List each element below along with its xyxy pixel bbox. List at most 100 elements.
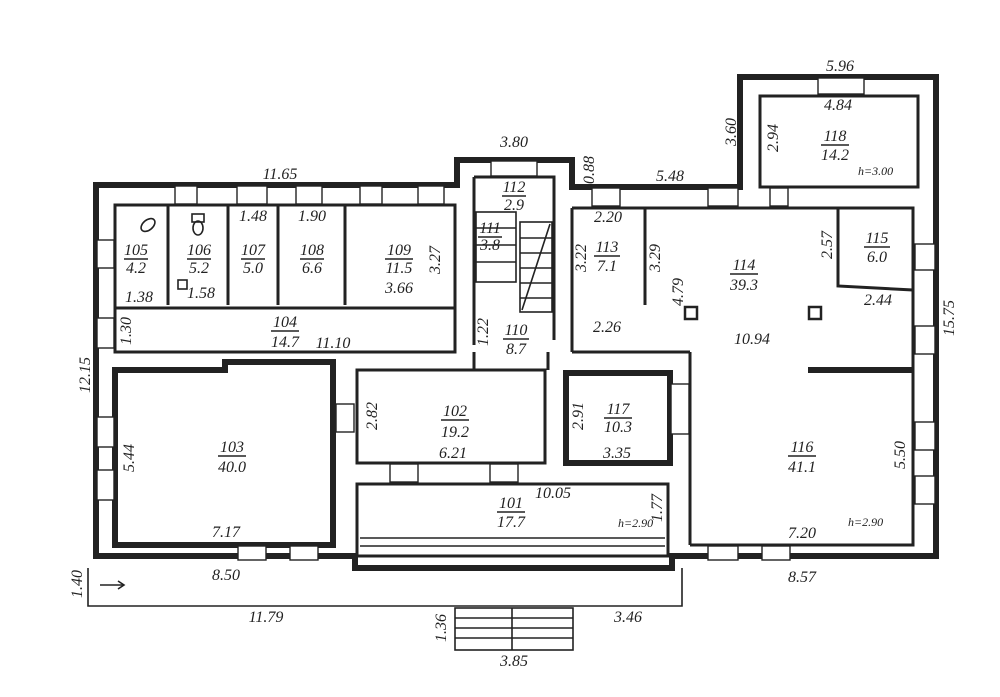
toilet-icon	[140, 217, 156, 233]
dimension-label: 3.80	[499, 134, 528, 151]
room-number-105: 105	[124, 242, 148, 259]
room-area-116: 41.1	[788, 459, 816, 476]
room-labels: 101 17.7 102 40.0 19.2 103 40.0 104 14.7…	[124, 128, 890, 531]
toilet-fixtures	[140, 213, 205, 290]
room-117-walls	[563, 370, 673, 466]
dimension-label: 5.96	[826, 58, 854, 75]
dimension-label: 11.10	[316, 335, 351, 352]
window	[761, 545, 791, 561]
room-area-107: 5.0	[243, 260, 263, 277]
toilet-icon	[192, 220, 204, 236]
room-area-112: 2.9	[504, 197, 524, 214]
dimension-label: 2.82	[364, 402, 381, 430]
windows	[96, 77, 936, 561]
room-area-102: 19.2	[441, 424, 469, 441]
window	[914, 243, 936, 271]
dimension-label: 1.36	[433, 614, 450, 642]
room-area-110: 8.7	[506, 341, 527, 358]
room-101-walls	[355, 482, 670, 558]
interior-walls	[112, 175, 914, 558]
dimension-label: 1.58	[187, 285, 215, 302]
dimension-label: 8.50	[212, 567, 240, 584]
room-number-102: 102	[443, 403, 467, 420]
window	[769, 187, 789, 207]
dimension-label: 2.94	[765, 124, 782, 152]
dimension-label: 3.22	[573, 244, 590, 273]
room-number-108: 108	[300, 242, 324, 259]
room-area-101: 17.7	[497, 514, 526, 531]
window	[707, 545, 739, 561]
window	[417, 185, 445, 205]
dimension-label: 7.20	[788, 525, 816, 542]
dimension-label: 2.26	[593, 319, 621, 336]
height-label-101: h=2.90	[618, 516, 653, 530]
dimension-label: 1.40	[69, 570, 86, 598]
sink-icon	[177, 279, 188, 290]
window	[490, 160, 538, 177]
inner-shell-left	[113, 203, 457, 354]
height-label-116: h=2.90	[848, 515, 883, 529]
room-number-103: 103	[220, 439, 244, 456]
dimension-label: 4.79	[670, 278, 687, 306]
dimension-label: 7.17	[212, 524, 241, 541]
room-number-110: 110	[505, 322, 528, 339]
height-label-118: h=3.00	[858, 164, 893, 178]
window	[335, 403, 355, 433]
stair-arrow	[521, 223, 551, 311]
dimension-label: 3.85	[499, 653, 528, 670]
dimension-label: 10.94	[734, 331, 770, 348]
dimension-label: 3.46	[613, 609, 642, 626]
ceiling-heights: h=2.90 h=2.90 h=3.00	[618, 164, 893, 530]
room-number-112: 112	[503, 179, 526, 196]
dimension-labels: 11.65 3.80 0.88 5.48 5.96 4.84 3.60 2.94…	[69, 58, 958, 670]
dimension-label: 1.30	[118, 317, 135, 345]
staircase	[475, 211, 553, 313]
dimension-label: 11.65	[263, 166, 298, 183]
room-area-105: 4.2	[126, 260, 146, 277]
dimension-label: 1.48	[239, 208, 267, 225]
room-number-118: 118	[824, 128, 847, 145]
window	[96, 416, 115, 448]
dimension-label: 3.29	[647, 244, 664, 273]
column-marker	[807, 305, 823, 321]
room-area-111: 3.8	[479, 237, 500, 254]
room-number-107: 107	[241, 242, 266, 259]
room-number-109: 109	[387, 242, 411, 259]
toilet-icon	[191, 213, 205, 223]
room-103-walls	[112, 359, 336, 548]
dimension-label: 8.57	[788, 569, 817, 586]
dimension-label: 2.20	[594, 209, 622, 226]
window	[237, 545, 267, 561]
room-area-108: 6.6	[302, 260, 322, 277]
entrance-steps	[87, 537, 683, 651]
window	[289, 545, 319, 561]
window	[914, 325, 936, 355]
dimension-label: 3.35	[602, 445, 631, 462]
window	[389, 463, 419, 483]
dimension-label: 10.05	[535, 485, 571, 502]
room-number-116: 116	[791, 439, 814, 456]
room-area-106: 5.2	[189, 260, 209, 277]
dimension-label: 15.75	[941, 300, 958, 336]
room-102-walls	[355, 368, 547, 465]
window	[96, 317, 115, 349]
window	[591, 187, 621, 207]
stair-flight-lower	[475, 211, 517, 283]
room-number-117: 117	[607, 401, 631, 418]
dimension-label: 1.38	[125, 289, 153, 306]
room-number-115: 115	[866, 230, 889, 247]
main-outline	[93, 74, 939, 571]
room-number-101: 101	[499, 495, 523, 512]
room-area-114: 39.3	[729, 277, 758, 294]
outer-walls	[93, 74, 939, 571]
dimension-label: 1.90	[298, 208, 326, 225]
window	[295, 185, 323, 205]
dimension-label: 3.66	[384, 280, 413, 297]
steps-outline	[454, 607, 574, 651]
room-number-104: 104	[273, 314, 297, 331]
stair-wall	[474, 175, 556, 340]
room-number-114: 114	[733, 257, 756, 274]
dimension-label: 1.77	[649, 493, 666, 522]
window	[359, 185, 383, 205]
window	[914, 421, 936, 451]
